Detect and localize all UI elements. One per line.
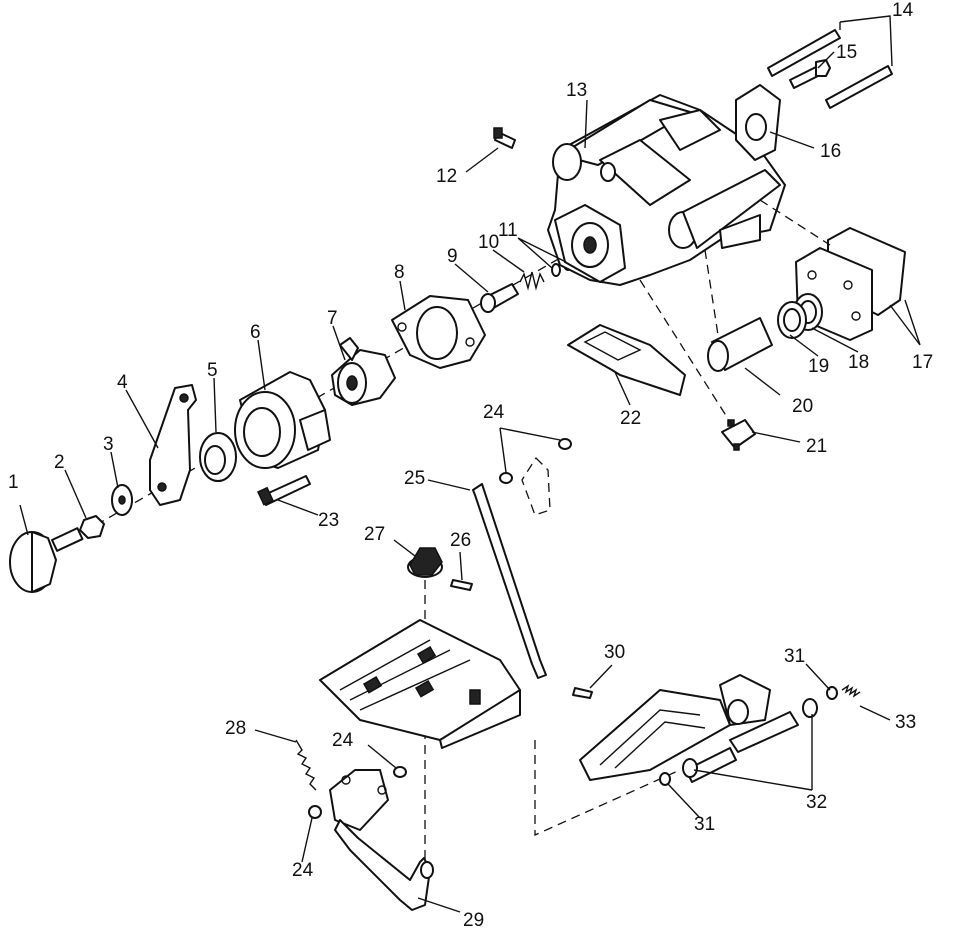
callout-label: 28 xyxy=(225,718,246,739)
callout-label: 8 xyxy=(394,262,405,283)
cotter-pin xyxy=(450,579,473,591)
brake-pedal xyxy=(329,769,434,911)
nut xyxy=(79,515,105,539)
callout-label: 6 xyxy=(250,322,261,343)
cam-housing xyxy=(234,371,331,469)
callout-label: 5 xyxy=(207,360,218,381)
callout-label: 32 xyxy=(806,792,827,813)
rod-guide-outline xyxy=(521,456,551,516)
callout-label: 3 xyxy=(103,434,114,455)
pedal-spring xyxy=(841,684,861,698)
bushing-lower xyxy=(682,758,698,778)
callout-label: 26 xyxy=(450,530,471,551)
foot-pedal-assembly xyxy=(579,674,799,783)
callout-labels: 1 2 3 4 5 6 7 8 9 10 11 12 13 14 15 16 1… xyxy=(8,0,933,931)
callout-label: 24 xyxy=(332,730,354,751)
callout-label: 17 xyxy=(912,352,933,373)
switch-axis-line xyxy=(639,279,733,426)
clip-lower-left xyxy=(308,805,322,819)
bushing-upper xyxy=(802,698,818,718)
spring xyxy=(519,271,545,291)
callout-label: 13 xyxy=(566,80,587,101)
callout-label: 11 xyxy=(498,220,518,241)
callout-label: 18 xyxy=(848,352,869,373)
callout-label: 7 xyxy=(327,308,338,329)
callout-label: 19 xyxy=(808,356,829,377)
cam xyxy=(331,337,396,406)
callout-label: 2 xyxy=(54,452,65,473)
return-spring xyxy=(295,739,317,791)
callout-label: 1 xyxy=(8,472,19,493)
caliper-axis-line xyxy=(704,249,719,336)
pin-b xyxy=(825,65,893,109)
callout-label: 29 xyxy=(463,910,484,931)
bleeder-valve xyxy=(493,127,516,149)
callout-label: 16 xyxy=(820,141,841,162)
leader-lines xyxy=(19,15,921,913)
callout-label: 25 xyxy=(404,468,425,489)
pedal-link-line xyxy=(534,740,681,837)
callout-label: 14 xyxy=(892,0,914,21)
washer-right-lower xyxy=(659,772,671,786)
hair-pin xyxy=(572,687,593,699)
callout-label: 23 xyxy=(318,510,339,531)
callout-label: 4 xyxy=(117,372,128,393)
clip-upper-left xyxy=(499,472,513,484)
callout-label: 27 xyxy=(364,524,385,545)
callout-label: 33 xyxy=(895,712,916,733)
clip-lower-center xyxy=(393,766,407,778)
brake-switch xyxy=(721,419,756,451)
callout-label: 31 xyxy=(784,646,805,667)
callout-label: 24 xyxy=(483,402,505,423)
adjuster-dial xyxy=(407,547,443,578)
bracket xyxy=(149,384,197,506)
callout-label: 22 xyxy=(620,408,641,429)
callout-label: 30 xyxy=(604,642,625,663)
clip-upper-right xyxy=(558,438,572,450)
o-ring-a xyxy=(551,263,561,277)
screw xyxy=(257,475,311,506)
adjuster-knob xyxy=(9,527,84,593)
footrest-frame xyxy=(319,619,521,749)
heat-shield xyxy=(567,324,686,396)
callout-label: 10 xyxy=(478,232,499,253)
caliper-piston xyxy=(707,317,773,372)
callout-label: 21 xyxy=(806,436,827,457)
master-cylinder-body xyxy=(547,94,786,286)
pin-a xyxy=(767,29,841,77)
callout-label: 31 xyxy=(694,814,715,835)
callout-label: 15 xyxy=(836,42,857,63)
callout-label: 12 xyxy=(436,166,457,187)
callout-label: 24 xyxy=(292,860,314,881)
gasket xyxy=(391,295,486,369)
callout-label: 20 xyxy=(792,396,813,417)
bolt xyxy=(789,59,831,89)
callout-label: 9 xyxy=(447,246,458,267)
brake-rod xyxy=(472,483,547,679)
